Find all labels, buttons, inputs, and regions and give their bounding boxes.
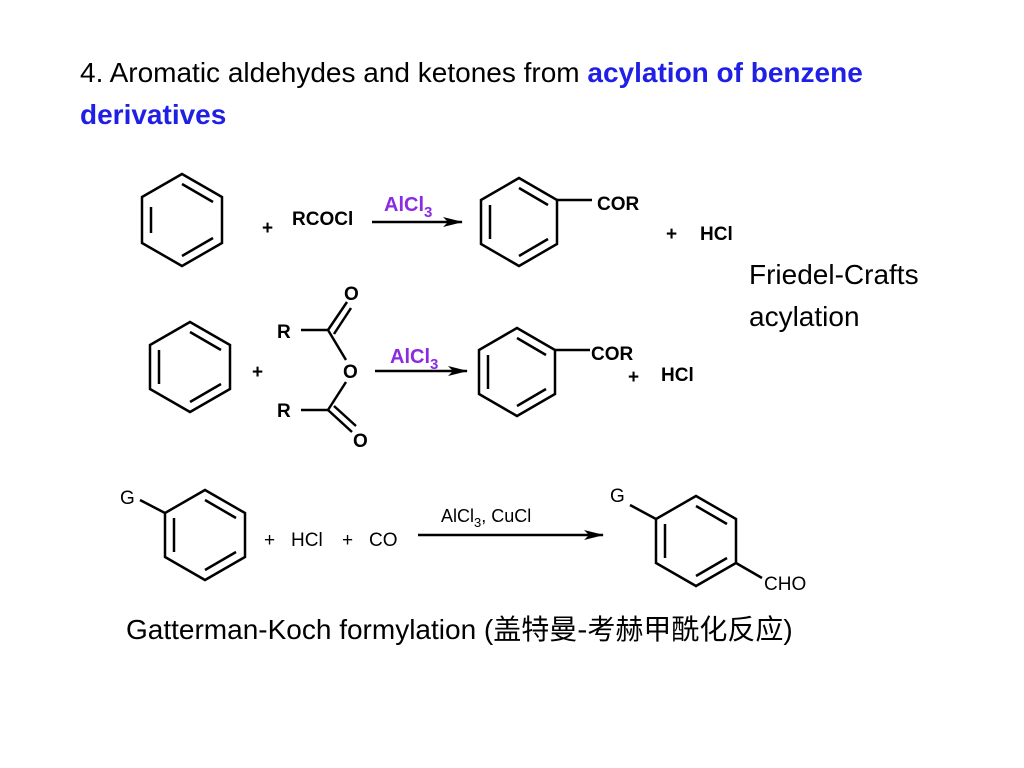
caption-chinese: 盖特曼-考赫甲酰化反应 [493, 613, 784, 646]
r-group-bottom: R [277, 401, 291, 422]
slide-title: 4. Aromatic aldehydes and ketones from a… [80, 52, 980, 136]
plus-sign: + [342, 530, 353, 551]
reagent-co: CO [369, 530, 398, 551]
byproduct-hcl: HCl [700, 224, 733, 245]
r-group-top: R [277, 322, 291, 343]
product-group-cor: COR [591, 344, 634, 365]
catalyst-main: AlCl [384, 194, 424, 216]
benzene-ring-product-1 [479, 176, 592, 268]
plus-sign: + [628, 367, 639, 388]
catalyst-subscript: 3 [430, 356, 438, 373]
oxygen-bottom: O [353, 431, 368, 452]
friedel-crafts-caption: Friedel-Crafts acylation [749, 254, 919, 338]
reagent-rcocl: RCOCl [292, 209, 353, 230]
reaction-3 [139, 488, 763, 588]
title-highlight: acylation of benzene derivatives [80, 57, 863, 130]
byproduct-hcl: HCl [661, 365, 694, 386]
caption-line-2: acylation [749, 301, 860, 332]
plus-sign: + [252, 362, 263, 383]
reagent-hcl: HCl [291, 530, 323, 551]
catalyst-subscript: 3 [424, 204, 432, 221]
catalyst-label: AlCl3 [384, 194, 432, 221]
product-group-cor: COR [597, 194, 640, 215]
anhydride-structure [301, 301, 357, 433]
catalyst-rest: , CuCl [481, 506, 531, 526]
benzene-ring-substituted [139, 488, 247, 582]
catalyst-main: AlCl [441, 506, 474, 526]
caption-line-1: Friedel-Crafts [749, 259, 919, 290]
caption-latin: Gatterman-Koch formylation ( [126, 614, 494, 645]
benzene-ring-aldehyde [629, 494, 763, 588]
product-substituent-g: G [610, 486, 625, 507]
benzene-ring-reactant-1 [140, 172, 224, 268]
catalyst-main: AlCl [390, 346, 430, 368]
plus-sign: + [666, 224, 677, 245]
benzene-ring-product-2 [477, 326, 590, 418]
substituent-g: G [120, 488, 135, 509]
catalyst-label: AlCl3 [390, 346, 438, 373]
catalyst-label: AlCl3, CuCl [441, 506, 531, 530]
oxygen-top: O [344, 284, 359, 305]
product-group-cho: CHO [764, 574, 806, 595]
reaction-2 [148, 301, 590, 433]
plus-sign: + [264, 530, 275, 551]
reaction-1 [140, 172, 592, 268]
benzene-ring-reactant-2 [148, 320, 232, 414]
catalyst-subscript: 3 [474, 515, 481, 530]
oxygen-bridge: O [343, 362, 358, 383]
title-prefix: 4. Aromatic aldehydes and ketones from [80, 57, 588, 88]
plus-sign: + [262, 218, 273, 239]
gatterman-koch-caption: Gatterman-Koch formylation (盖特曼-考赫甲酰化反应) [126, 612, 793, 648]
caption-close: ) [783, 614, 793, 645]
